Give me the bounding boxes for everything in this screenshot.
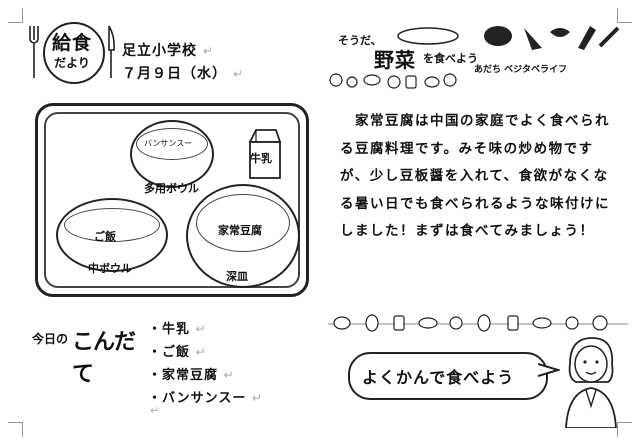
article-text: 家常豆腐は中国の家庭でよく食べられる豆腐料理です。みそ味の炒め物ですが、少し豆板… [340,113,610,239]
deep-plate-vessel: 深皿 [226,270,248,283]
today-label-small: 今日の [32,332,69,346]
slogan-bubble: よくかんで食べよう [348,352,548,400]
small-bowl-food: バンサンスー [144,139,193,148]
bubble-tail [538,363,560,377]
teacher-illustration [565,337,617,428]
crop-mark-top-right [617,8,632,23]
fork-icon [29,26,39,78]
banner-prefix: そうだ、 [338,34,382,47]
todays-menu-heading: 今日の こんだて [28,320,138,387]
issue-date: ７月９日（水） ↵ [122,66,244,82]
plate-circle [43,22,105,84]
menu-item: ・バンサンスー ↵ [148,391,263,406]
banner-title: 野菜 [374,48,416,72]
lunch-tray: バンサンスー 多用ボウル ご飯 中ボウル 家常豆腐 深皿 [35,103,309,297]
newsletter-logo: 給食 だより [25,22,115,88]
rice-bowl-food: ご飯 [94,230,116,243]
menu-item: ・牛乳 ↵ [148,322,207,337]
menu-list: ・牛乳 ↵ ・ご飯 ↵ ・家常豆腐 ↵ ・バンサンスー ↵ [148,318,263,410]
small-bowl-vessel: 多用ボウル [144,182,199,195]
vegetable-banner: そうだ、 野菜 を食べよう あだち ベジタベライフ [328,18,628,96]
banner-suffix: を食べよう [423,52,478,65]
paragraph-mark: ↵ [150,404,160,417]
rice-bowl: ご飯 [56,198,168,272]
vegetables-illustration [329,26,620,89]
banner-sub: あだち ベジタベライフ [474,65,567,75]
today-label-big: こんだて [72,330,136,387]
deep-plate-food: 家常豆腐 [218,224,262,237]
school-name: 足立小学校 ↵ [122,43,214,59]
crop-mark-bottom-left [8,422,23,437]
rice-bowl-vessel: 中ボウル [88,262,132,275]
small-bowl: バンサンスー [130,120,214,188]
logo-title: 給食 [51,32,92,54]
small-bowl-rim [136,128,208,160]
slogan-text: よくかんで食べよう [362,368,515,387]
deep-plate: 家常豆腐 [186,184,300,288]
milk-label: 牛乳 [250,152,272,165]
menu-item: ・ご飯 ↵ [148,345,207,360]
crop-mark-top-left [8,8,23,23]
logo-subtitle: だより [54,56,90,70]
tray-inner-rim [44,112,300,288]
deep-plate-rim [196,194,290,252]
knife-icon [108,26,115,78]
rice-bowl-rim [64,208,160,242]
menu-item: ・家常豆腐 ↵ [148,368,235,383]
crop-mark-bottom-right [617,422,632,437]
milk-carton-icon [248,129,282,179]
vegetable-strip-illustration [328,314,628,332]
